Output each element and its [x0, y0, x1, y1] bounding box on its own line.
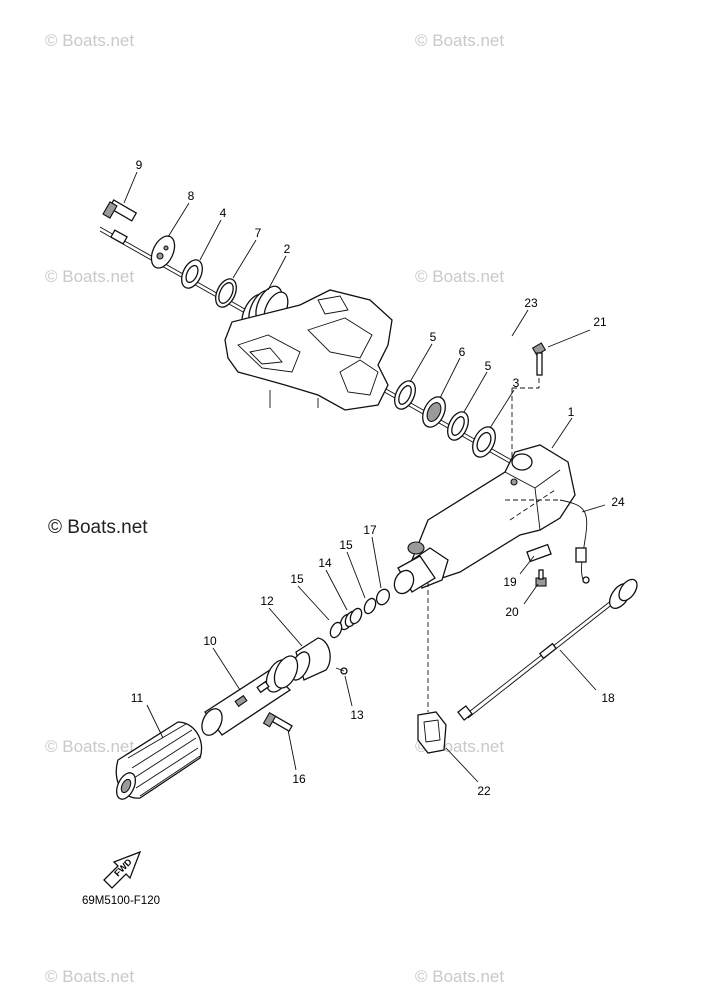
- callout-1: 1: [568, 405, 575, 419]
- callout-4: 4: [220, 206, 227, 220]
- callout-11: 11: [131, 691, 144, 705]
- callout-5b: 5: [485, 359, 492, 373]
- bottom-cowling: [224, 289, 393, 411]
- callout-21: 21: [593, 315, 607, 329]
- part-11-grip: [115, 721, 203, 800]
- watermark-8: © Boats.net: [415, 967, 504, 986]
- callout-2: 2: [284, 242, 291, 256]
- part-1-steering-handle: [393, 444, 576, 595]
- part-24-wire: [559, 499, 590, 584]
- callout-6: 6: [459, 345, 466, 359]
- part-15-washer-a: [363, 597, 377, 615]
- callout-17: 17: [363, 523, 377, 537]
- part-21-bolt: [531, 342, 547, 376]
- callout-9: 9: [136, 158, 143, 172]
- callouts: 9 8 4 7 2 5 6 5 3 23 21 1 24 17 15 14 15…: [131, 158, 625, 798]
- callout-13: 13: [350, 708, 364, 722]
- callout-23: 23: [524, 296, 538, 310]
- watermark-main: © Boats.net: [48, 517, 148, 538]
- watermark-3: © Boats.net: [45, 267, 134, 286]
- part-9-bolt: [102, 199, 138, 222]
- part-8-plate: [150, 235, 176, 269]
- part-20-screw: [535, 569, 547, 587]
- callout-12: 12: [260, 594, 274, 608]
- fwd-arrow-icon: FWD: [103, 850, 142, 889]
- callout-7: 7: [255, 226, 262, 240]
- part-22-clip: [417, 711, 447, 754]
- part-13-pin: [335, 667, 348, 675]
- part-7-oring-inner: [218, 282, 234, 304]
- part-14-spring: [339, 607, 363, 631]
- callout-10: 10: [203, 634, 217, 648]
- callout-3: 3: [513, 376, 520, 390]
- callout-5a: 5: [430, 330, 437, 344]
- watermark-7: © Boats.net: [45, 967, 134, 986]
- part-16-screw: [262, 712, 293, 732]
- watermark-5: © Boats.net: [45, 737, 134, 756]
- part-6-collar-inner: [426, 402, 442, 422]
- leader-lines: [123, 171, 606, 783]
- callout-16: 16: [292, 772, 306, 786]
- callout-19: 19: [503, 575, 517, 589]
- part-17-ring: [375, 588, 391, 606]
- callout-22: 22: [477, 784, 491, 798]
- part-4-seal-inner: [185, 264, 199, 284]
- watermark-2: © Boats.net: [415, 31, 504, 50]
- callout-15b: 15: [290, 572, 304, 586]
- callout-15a: 15: [339, 538, 353, 552]
- callout-24: 24: [611, 495, 625, 509]
- part-10-grip-tube: [201, 655, 299, 736]
- part-18-shaft: [457, 578, 638, 721]
- part-15-washer-b: [329, 621, 343, 639]
- callout-8: 8: [188, 189, 195, 203]
- part-3-bushing-inner: [476, 431, 492, 453]
- diagram-code: 69M5100-F120: [82, 895, 160, 907]
- callout-20: 20: [505, 605, 519, 619]
- callout-18: 18: [601, 691, 615, 705]
- part-5-washer-a-inner: [398, 385, 412, 405]
- part-19-plate: [526, 543, 552, 563]
- watermark-4: © Boats.net: [415, 267, 504, 286]
- watermark-1: © Boats.net: [45, 31, 134, 50]
- part-5-washer-b-inner: [451, 416, 465, 436]
- callout-14: 14: [318, 556, 332, 570]
